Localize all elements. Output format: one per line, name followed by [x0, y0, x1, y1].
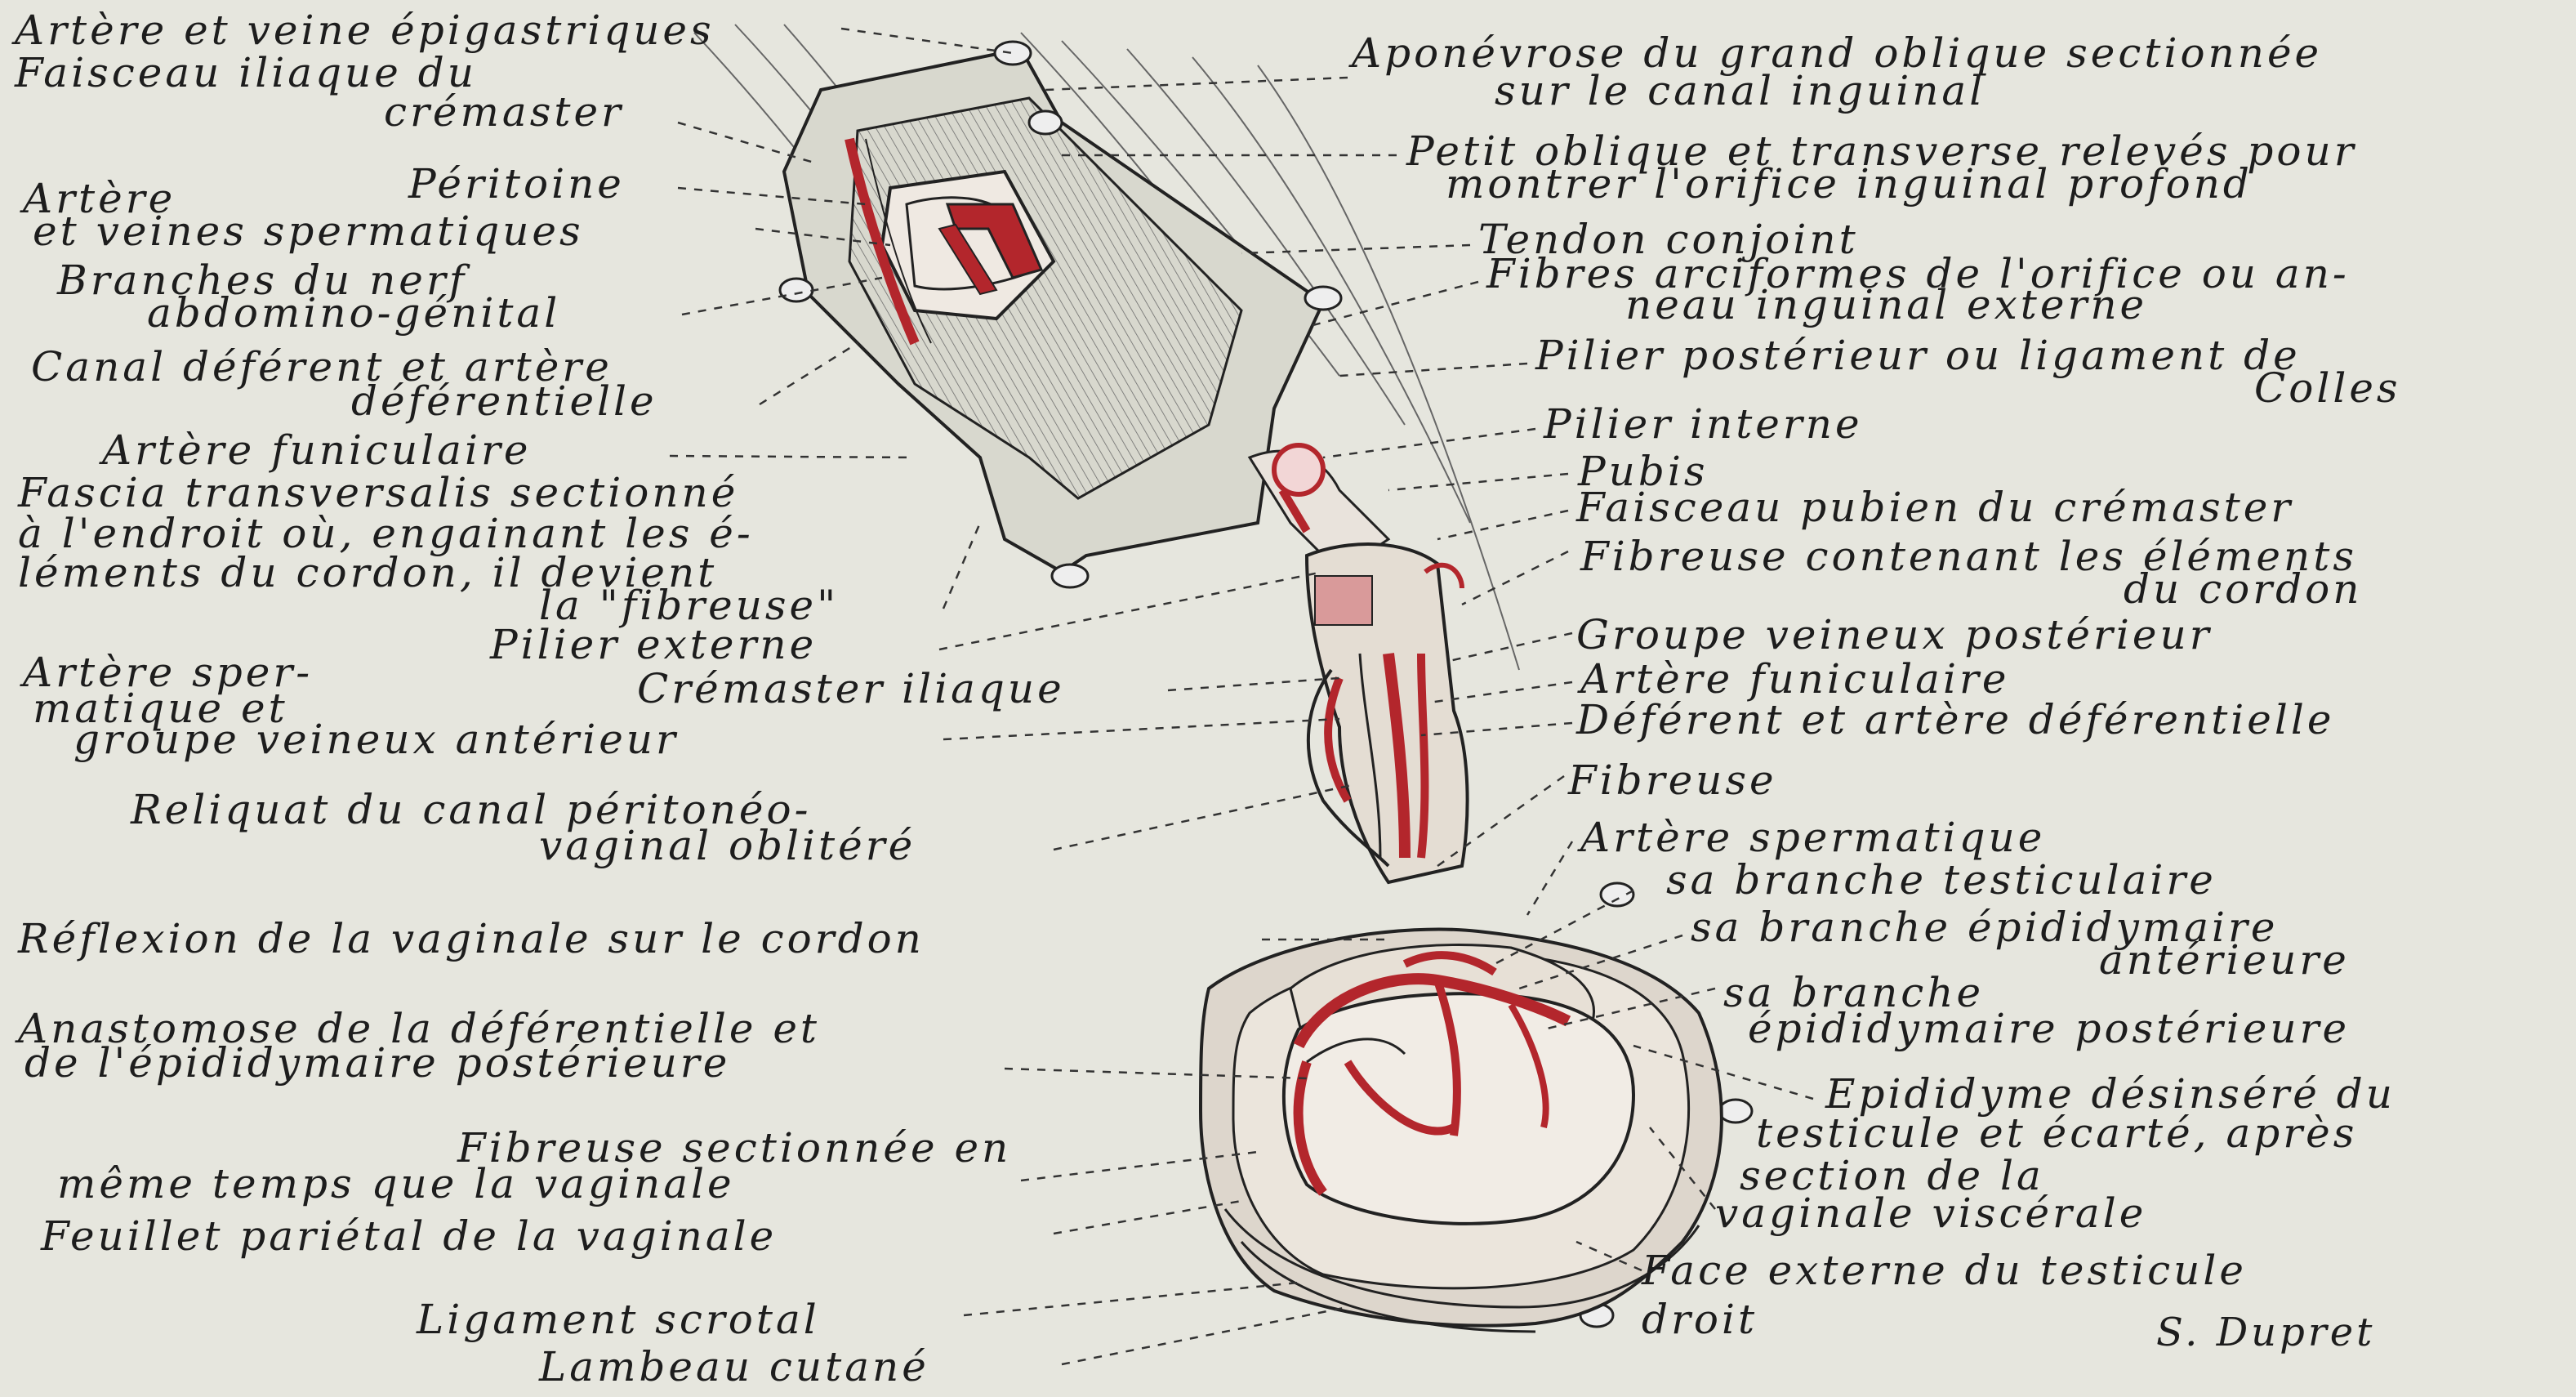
- label-pilier-interne: Pilier interne: [1544, 404, 1863, 444]
- label-deferent-arteriel: Déférent et artère déférentielle: [1576, 699, 2334, 740]
- label-peritoine: Péritoine: [408, 163, 625, 204]
- label-epididymaire-post: épididymaire postérieure: [1748, 1008, 2350, 1049]
- label-lambeau-cutane: Lambeau cutané: [539, 1346, 929, 1387]
- label-deferentielle: déférentielle: [351, 381, 657, 422]
- label-groupe-veineux-posterieur: Groupe veineux postérieur: [1576, 614, 2213, 655]
- label-pilier-externe: Pilier externe: [490, 624, 817, 665]
- label-cremaster: crémaster: [384, 91, 624, 132]
- label-feuillet-parietal: Feuillet pariétal de la vaginale: [41, 1216, 777, 1256]
- label-fascia-line2: à l'endroit où, engainant les é-: [18, 513, 754, 554]
- label-ligament-scrotal: Ligament scrotal: [417, 1299, 820, 1340]
- label-branche-testiculaire: sa branche testiculaire: [1666, 859, 2217, 900]
- label-face-externe: Face externe du testicule: [1642, 1250, 2247, 1291]
- label-testicule-ecarte: testicule et écarté, après: [1756, 1113, 2357, 1154]
- label-epididymaire-posterieure-left: de l'épididymaire postérieure: [25, 1042, 730, 1083]
- label-vaginal-oblitere: vaginal oblitéré: [539, 825, 916, 866]
- label-reflexion-vaginale: Réflexion de la vaginale sur le cordon: [18, 918, 925, 959]
- label-fibreuse: Fibreuse: [1568, 760, 1777, 801]
- label-canal-inguinal: sur le canal inguinal: [1495, 70, 1985, 111]
- label-du-cordon: du cordon: [2124, 569, 2362, 609]
- label-pilier-posterieur: Pilier postérieur ou ligament de: [1535, 335, 2301, 376]
- label-faisceau-iliaque: Faisceau iliaque du: [15, 52, 477, 93]
- label-artere-funiculaire-right: Artère funiculaire: [1580, 658, 2009, 699]
- label-anneau-externe: neau inguinal externe: [1625, 284, 2147, 325]
- label-veines-spermatiques: et veines spermatiques: [33, 211, 584, 252]
- label-artere-veine-epigastriques: Artère et veine épigastriques: [15, 10, 715, 51]
- label-vaginale-viscerale: vaginale viscérale: [1715, 1193, 2146, 1234]
- label-artere-funiculaire-left: Artère funiculaire: [102, 430, 531, 471]
- label-groupe-veineux-anterieur: groupe veineux antérieur: [74, 719, 679, 760]
- label-anterieure: antérieure: [2099, 940, 2350, 980]
- artist-signature: S. Dupret: [2156, 1312, 2375, 1353]
- spermatic-cord: [1307, 544, 1468, 882]
- label-fascia-transversalis: Fascia transversalis sectionné: [18, 472, 738, 513]
- label-orifice-profond: montrer l'orifice inguinal profond: [1446, 163, 2253, 204]
- label-droit: droit: [1642, 1299, 1758, 1340]
- label-meme-temps: même temps que la vaginale: [57, 1163, 735, 1204]
- label-artere-spermatique: Artère spermatique: [1580, 817, 2045, 858]
- label-colles: Colles: [2254, 368, 2401, 408]
- label-cremaster-iliaque: Crémaster iliaque: [637, 668, 1065, 709]
- label-epididyme-desinsere: Epididyme désinséré du: [1825, 1073, 2396, 1114]
- label-fascia-line4: la "fibreuse": [539, 585, 839, 626]
- label-faisceau-pubien: Faisceau pubien du crémaster: [1576, 487, 2293, 528]
- label-abdomino-genital: abdomino-génital: [147, 292, 560, 333]
